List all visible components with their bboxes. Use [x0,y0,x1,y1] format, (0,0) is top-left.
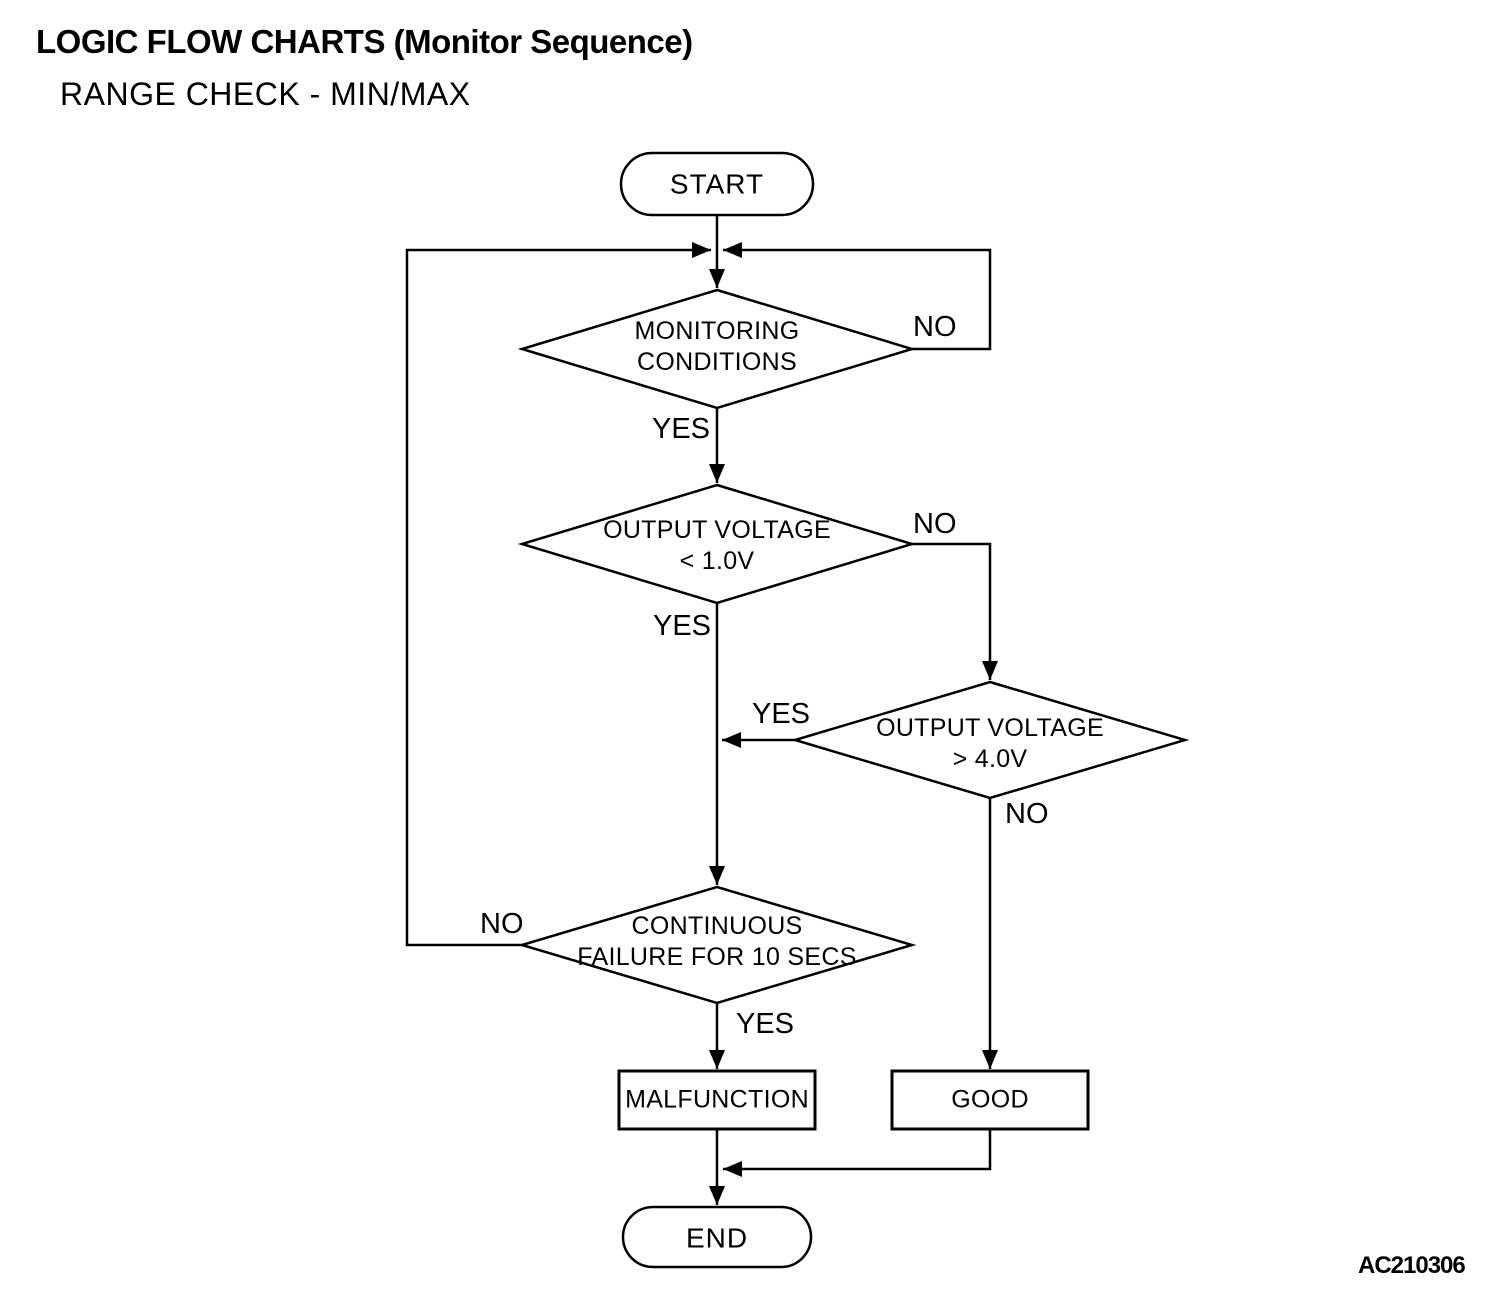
start-node-label: START [669,168,765,200]
page-subtitle: RANGE CHECK - MIN/MAX [60,76,471,112]
edge-label-voltage-high-yes: YES [752,698,811,730]
monitoring-conditions-label: MONITORING CONDITIONS [634,317,800,376]
edge-label-voltage-low-yes: YES [653,610,712,642]
page-title: LOGIC FLOW CHARTS (Monitor Sequence) [36,23,693,60]
edge-label-monitoring-yes: YES [652,413,711,445]
end-node-label: END [685,1222,749,1254]
edge-good-to-end [723,1129,992,1177]
figure-code: AC210306 [1358,1252,1466,1279]
output-voltage-low-label: OUTPUT VOLTAGE < 1.0V [603,516,831,575]
good-node-label: GOOD [951,1085,1029,1114]
continuous-failure-label: CONTINUOUS FAILURE FOR 10 SECS [577,912,857,971]
edge-label-continuous-no: NO [480,908,524,940]
edge-label-voltage-high-no: NO [1005,798,1049,830]
output-voltage-low-diamond [517,483,917,605]
edge-voltage-low-no [912,542,998,680]
continuous-failure-diamond [517,885,917,1005]
edge-monitoring-no-loop [723,242,992,351]
output-voltage-high-diamond [790,680,1190,800]
edge-label-voltage-low-no: NO [913,508,957,540]
edge-continuous-no-loop [405,242,711,947]
end-terminator-shape [621,1205,813,1269]
edge-label-monitoring-no: NO [913,311,957,343]
edge-label-continuous-yes: YES [736,1008,795,1040]
monitoring-conditions-diamond [517,288,917,410]
output-voltage-high-label: OUTPUT VOLTAGE > 4.0V [876,714,1104,773]
start-terminator-shape [619,151,815,217]
malfunction-process-shape [617,1069,817,1131]
good-process-shape [890,1069,1090,1131]
malfunction-node-label: MALFUNCTION [625,1085,809,1114]
